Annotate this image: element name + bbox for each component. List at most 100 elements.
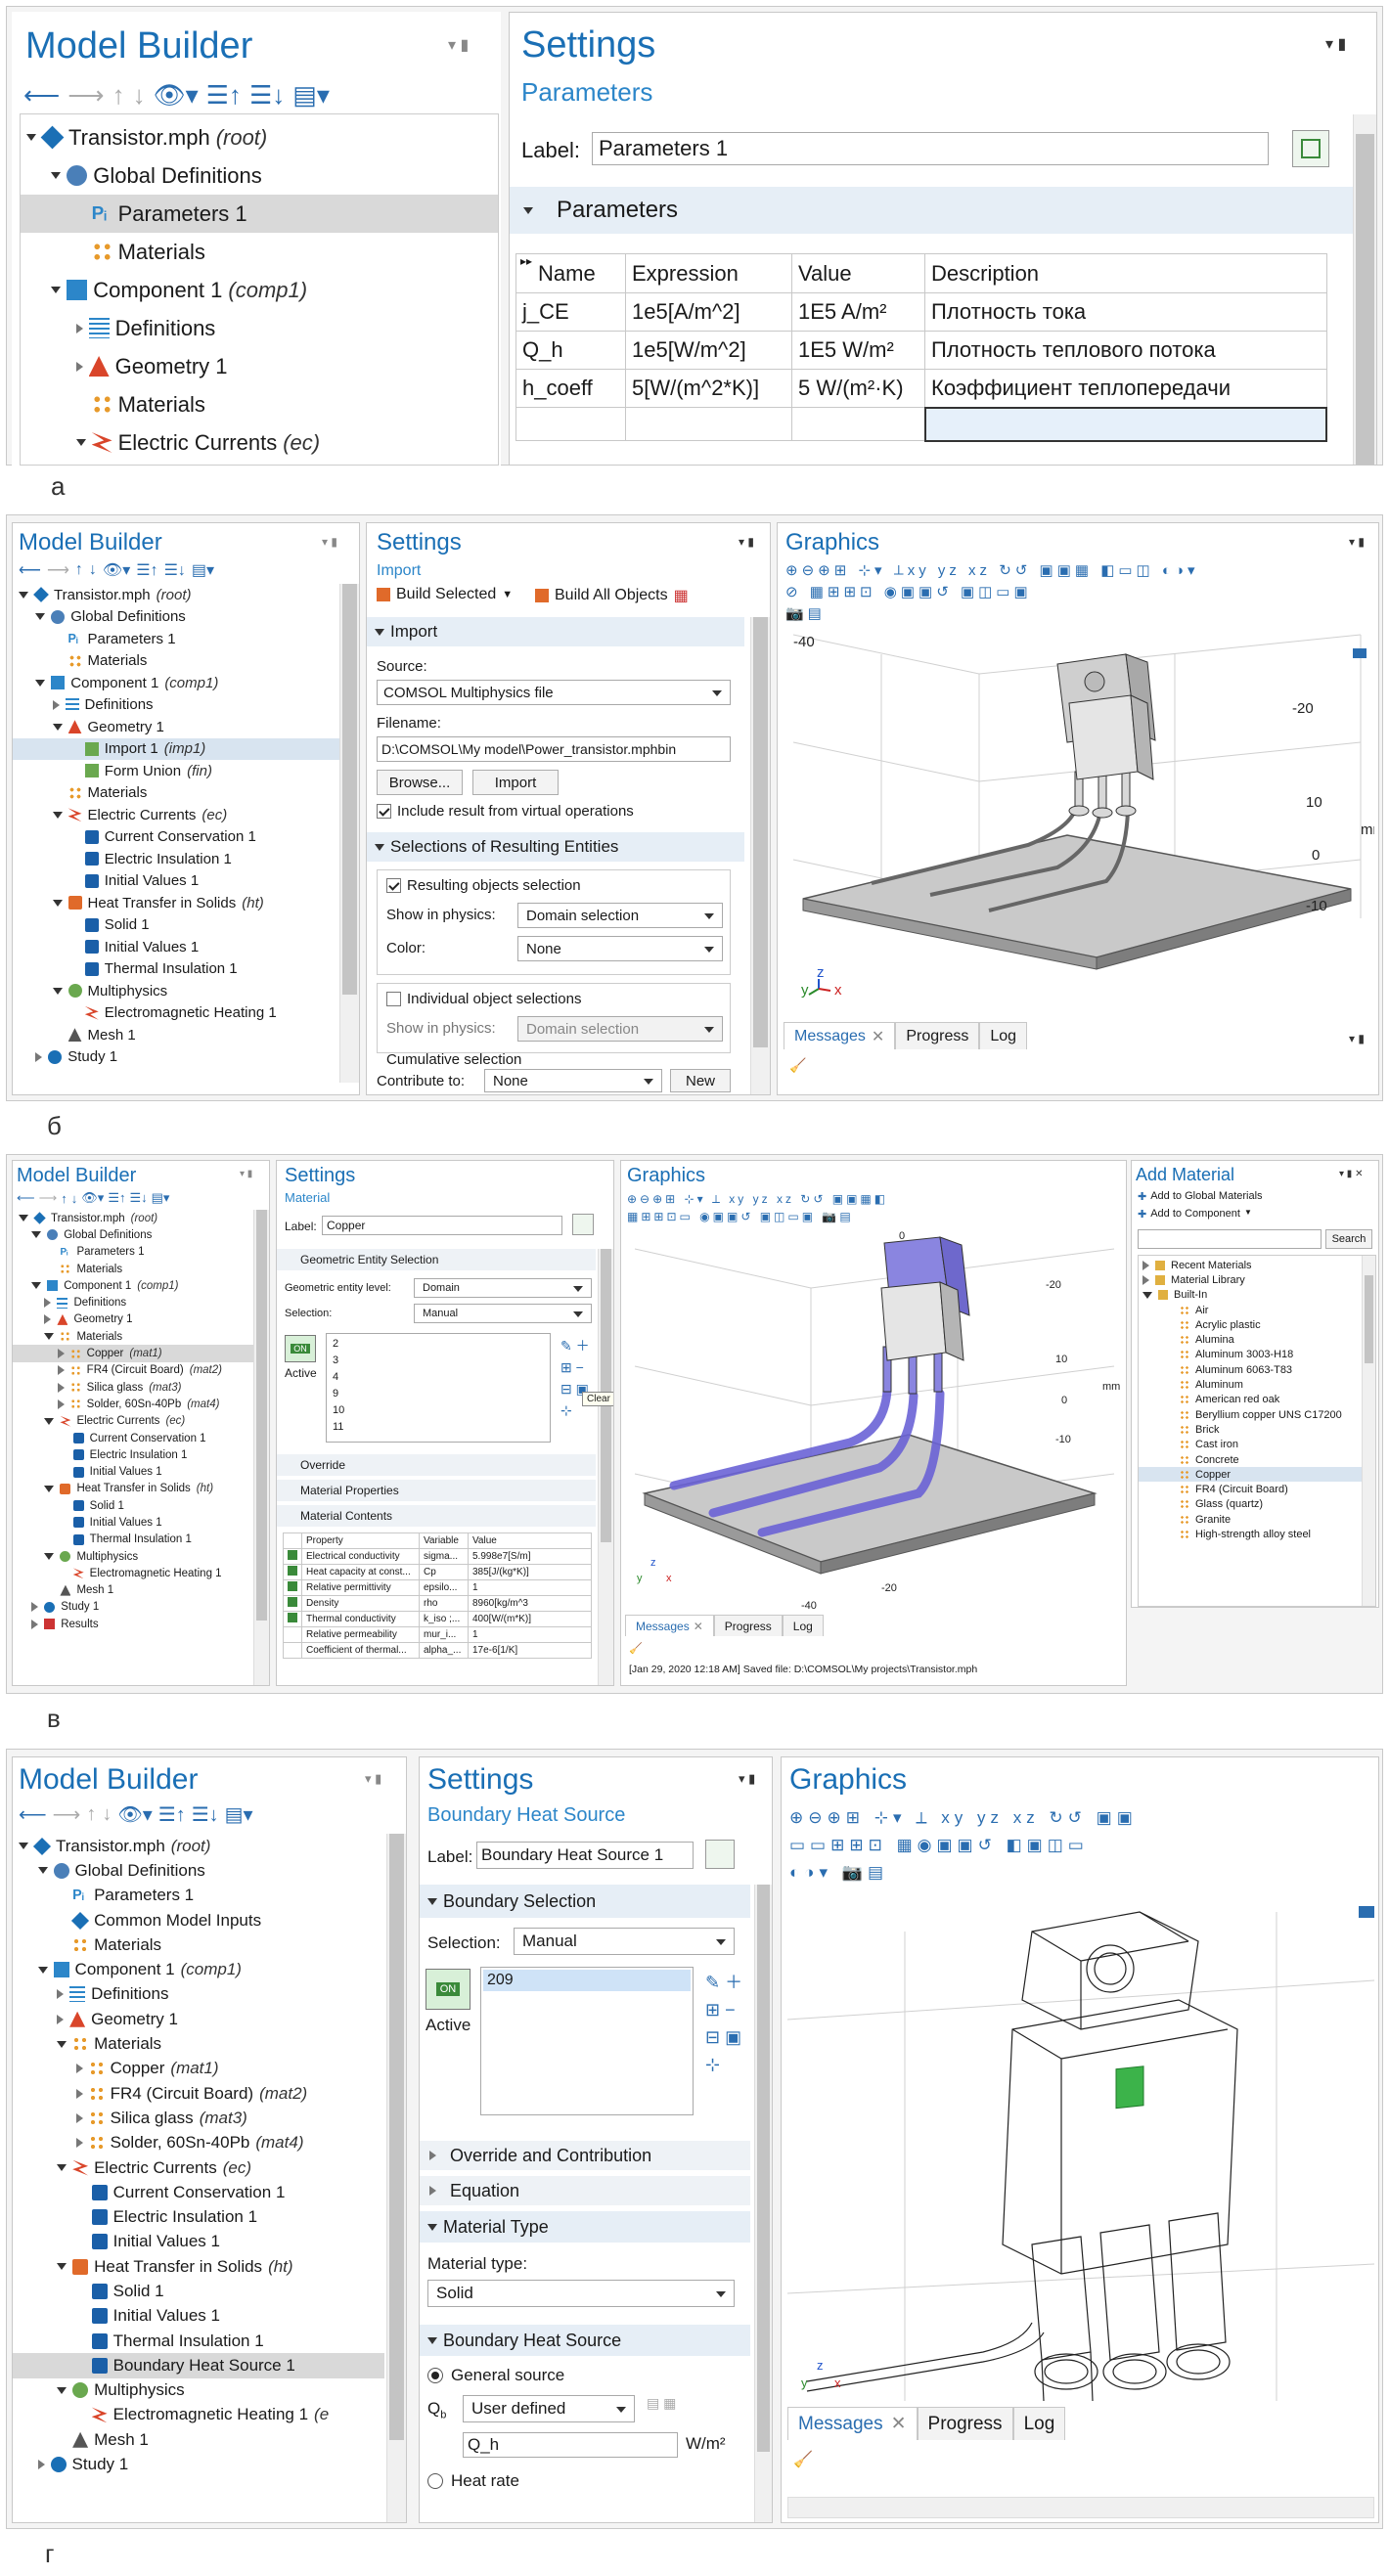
d-qh-input[interactable]: Q_h: [463, 2432, 678, 2458]
library-item[interactable]: Glass (quartz): [1139, 1497, 1362, 1512]
expanded-toggle-icon[interactable]: [35, 613, 46, 621]
collapsed-toggle-icon[interactable]: [57, 1365, 65, 1376]
c-tree-item[interactable]: Copper(mat1): [13, 1345, 253, 1362]
table-cell[interactable]: epsilo...: [419, 1579, 469, 1596]
expanded-toggle-icon[interactable]: [57, 2263, 67, 2271]
d-tree-item[interactable]: Boundary Heat Source 1: [13, 2353, 384, 2378]
a-label-edit-icon[interactable]: [1292, 130, 1329, 167]
c-tree-item[interactable]: Materials: [13, 1328, 253, 1345]
collapsed-toggle-icon[interactable]: [75, 2138, 83, 2149]
pin-columns-icon[interactable]: ▸▸: [520, 254, 533, 268]
d-tree-item[interactable]: Materials: [13, 2031, 384, 2056]
table-cell[interactable]: [625, 407, 792, 441]
d-label-input[interactable]: Boundary Heat Source 1: [476, 1842, 694, 1869]
b-tree-item[interactable]: Initial Values 1: [13, 936, 339, 958]
d-general-source[interactable]: General source: [427, 2366, 564, 2385]
c-tree-item[interactable]: Study 1: [13, 1599, 253, 1616]
b-source-select[interactable]: COMSOL Multiphysics file: [377, 680, 731, 705]
selection-entry[interactable]: 9: [333, 1388, 339, 1399]
b-tab-log[interactable]: Log: [979, 1022, 1028, 1049]
library-item[interactable]: Beryllium copper UNS C17200: [1139, 1407, 1362, 1422]
forward-icon[interactable]: ⟶: [38, 1190, 58, 1205]
b-filename-input[interactable]: D:\COMSOL\My model\Power_transistor.mphb…: [377, 736, 731, 762]
toggle-icon[interactable]: [1143, 1260, 1149, 1270]
forward-icon[interactable]: ⟶: [52, 1804, 81, 1826]
d-qb-tools[interactable]: ▤ ▦: [647, 2395, 677, 2411]
c-tree-item[interactable]: Results: [13, 1616, 253, 1632]
expanded-toggle-icon[interactable]: [51, 172, 62, 179]
a-tree-item[interactable]: Geometry 1: [21, 347, 498, 385]
expanded-toggle-icon[interactable]: [44, 1333, 55, 1341]
expanded-toggle-icon[interactable]: [35, 679, 46, 687]
toggle-icon[interactable]: [1143, 1291, 1152, 1299]
library-item[interactable]: Air: [1139, 1303, 1362, 1317]
d-settings-scrollbar[interactable]: [754, 1885, 772, 2522]
table-cell[interactable]: k_iso ;...: [419, 1611, 469, 1627]
collapsed-toggle-icon[interactable]: [44, 1298, 52, 1309]
c-section-override[interactable]: Override: [277, 1454, 596, 1476]
c-tree-item[interactable]: Current Conservation 1: [13, 1430, 253, 1446]
library-item[interactable]: Acrylic plastic: [1139, 1317, 1362, 1332]
c-tree-item[interactable]: Multiphysics: [13, 1548, 253, 1565]
a-tree-item[interactable]: Transistor.mph(root): [21, 118, 498, 156]
table-cell[interactable]: rho: [419, 1595, 469, 1612]
table-cell[interactable]: 5.998e7[S/m]: [468, 1548, 592, 1565]
close-icon[interactable]: ✕: [890, 2414, 907, 2434]
c-tree-item[interactable]: Definitions: [13, 1294, 253, 1310]
table-cell[interactable]: 8960[kg/m^3: [468, 1595, 592, 1612]
d-tree-item[interactable]: Study 1: [13, 2452, 384, 2476]
library-item[interactable]: High-strength alloy steel: [1139, 1527, 1362, 1541]
c-tree-item[interactable]: Electric Currents(ec): [13, 1413, 253, 1430]
b-tree-item[interactable]: Global Definitions: [13, 606, 339, 629]
selection-entry[interactable]: 2: [333, 1338, 339, 1350]
down-icon[interactable]: ↓: [88, 561, 97, 578]
c-section-ges[interactable]: Geometric Entity Selection: [277, 1249, 596, 1270]
b-tree-item[interactable]: Materials: [13, 782, 339, 805]
b-tree-item[interactable]: Solid 1: [13, 914, 339, 937]
c-tree-item[interactable]: FR4 (Circuit Board)(mat2): [13, 1362, 253, 1379]
collapsed-toggle-icon[interactable]: [31, 1602, 39, 1613]
table-cell[interactable]: 385[J/(kg*K)]: [468, 1564, 592, 1580]
include-checkbox[interactable]: [377, 804, 391, 819]
b-tree-item[interactable]: Current Conservation 1: [13, 826, 339, 849]
col-value[interactable]: Value: [791, 253, 925, 293]
selection-entry[interactable]: 4: [333, 1371, 339, 1383]
collapsed-toggle-icon[interactable]: [57, 1382, 65, 1393]
b-tree-item[interactable]: Thermal Insulation 1: [13, 958, 339, 981]
expanded-toggle-icon[interactable]: [57, 2164, 67, 2171]
d-tree-item[interactable]: Thermal Insulation 1: [13, 2329, 384, 2353]
collapsed-toggle-icon[interactable]: [75, 361, 83, 372]
b-tree-item[interactable]: Component 1(comp1): [13, 672, 339, 694]
c-selection-select[interactable]: Manual: [414, 1304, 592, 1323]
c-tree-scrollbar[interactable]: [253, 1210, 269, 1685]
d-tree-item[interactable]: Global Definitions: [13, 1858, 384, 1883]
d-tab-progress[interactable]: Progress: [917, 2407, 1013, 2440]
library-item[interactable]: Built-In: [1139, 1288, 1362, 1303]
d-section-equation[interactable]: Equation: [420, 2176, 750, 2205]
expanded-toggle-icon[interactable]: [19, 1215, 28, 1222]
table-cell[interactable]: [791, 407, 925, 441]
library-item[interactable]: Cast iron: [1139, 1438, 1362, 1452]
collapsed-toggle-icon[interactable]: [57, 2014, 65, 2024]
expanded-toggle-icon[interactable]: [44, 1417, 55, 1425]
c-section-props[interactable]: Material Properties: [277, 1480, 596, 1501]
table-cell[interactable]: 5[W/(m^2*K)]: [625, 369, 792, 408]
a-tree-item[interactable]: Materials: [21, 233, 498, 271]
c-tree-item[interactable]: Silica glass(mat3): [13, 1379, 253, 1396]
selection-entry[interactable]: 3: [333, 1355, 339, 1366]
b-contribute-select[interactable]: None: [484, 1069, 662, 1092]
expanded-toggle-icon[interactable]: [52, 811, 63, 819]
a-tree-item[interactable]: Electric Currents(ec): [21, 423, 498, 462]
c-tree-item[interactable]: Transistor.mph(root): [13, 1210, 253, 1226]
c-label-edit-icon[interactable]: [572, 1214, 594, 1235]
expanded-toggle-icon[interactable]: [57, 2386, 67, 2394]
table-cell[interactable]: Relative permeability: [301, 1626, 420, 1643]
d-gfx-canvas[interactable]: y z x: [787, 1892, 1374, 2401]
